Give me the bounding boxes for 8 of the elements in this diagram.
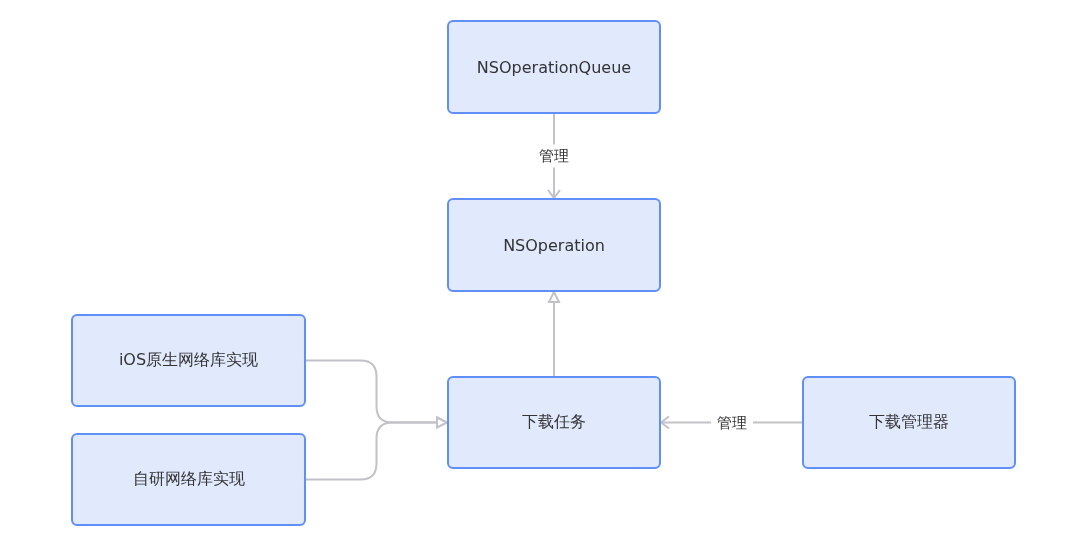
arrow xyxy=(548,291,560,377)
process-box: iOS原生网络库实现 xyxy=(71,314,306,407)
process-box: 自研网络库实现 xyxy=(71,433,306,526)
process-box: NSOperationQueue xyxy=(447,20,661,114)
process-box: NSOperation xyxy=(447,198,661,292)
process-box: 下载任务 xyxy=(447,376,661,469)
process-box: 下载管理器 xyxy=(802,376,1016,469)
arrow xyxy=(305,416,448,481)
